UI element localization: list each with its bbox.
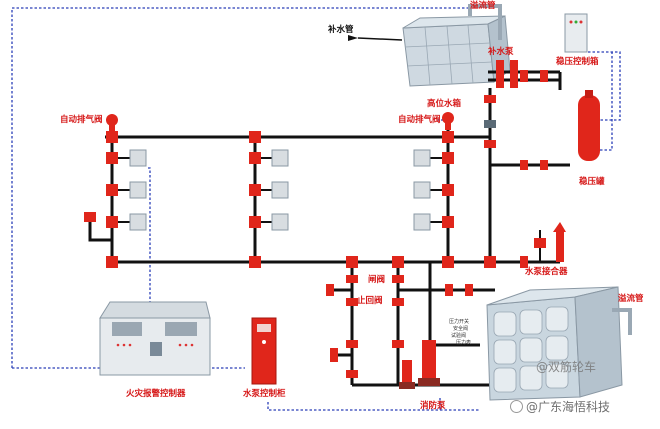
small-label-3: 试验阀 [451,333,467,339]
fire-alarm-controller-label: 火灾报警控制器 [126,389,186,399]
makeup-pipe-label: 补水管 [328,25,354,35]
auto-vent-right-label: 自动排气阀 [398,115,441,125]
overflow-pipe-right-label: 溢流管 [618,294,644,304]
red-fittings [84,131,528,378]
high-tank-label: 高位水箱 [427,99,462,109]
watermark-2: @广东海悟科技 [510,398,610,415]
watermark-2-text: @广东海悟科技 [526,400,611,414]
watermark-1-text: @双筋轮车 [536,360,597,374]
auto-vent-valves [106,112,454,132]
overflow-pipe-top-label: 溢流管 [470,1,496,11]
lower-water-tank [486,286,632,401]
pressure-tank [578,90,600,161]
fire-alarm-controller-console [99,301,211,376]
pump-cabinet-label: 水泵控制柜 [243,389,286,399]
signal-lines [11,7,621,411]
pressure-cabinet-label: 稳压控制箱 [556,57,599,67]
small-label-2: 安全阀 [453,326,469,332]
pressure-tank-label: 稳压罐 [579,177,605,187]
hydrant-boxes [129,149,431,231]
pump-adapter-label: 水泵接合器 [525,267,568,277]
watermark-1: @双筋轮车 [536,358,596,375]
gate-valve-label: 闸阀 [368,275,386,285]
watermark-logo-icon [510,400,523,413]
pump-adapter [534,222,566,262]
makeup-pump-label: 补水泵 [488,47,514,57]
high-water-tank [402,15,511,87]
makeup-pipe [348,35,403,41]
fire-pumps [399,340,440,389]
pump-control-cabinet [251,317,277,385]
small-label-4: 压力表 [456,340,472,346]
pressure-control-cabinet [564,13,588,53]
top-pump-group [468,4,570,170]
check-valve-label: 止回阀 [357,296,383,306]
small-label-1: 压力开关 [449,319,470,325]
auto-vent-left-label: 自动排气阀 [60,115,103,125]
fire-pump-label: 消防泵 [420,401,446,411]
